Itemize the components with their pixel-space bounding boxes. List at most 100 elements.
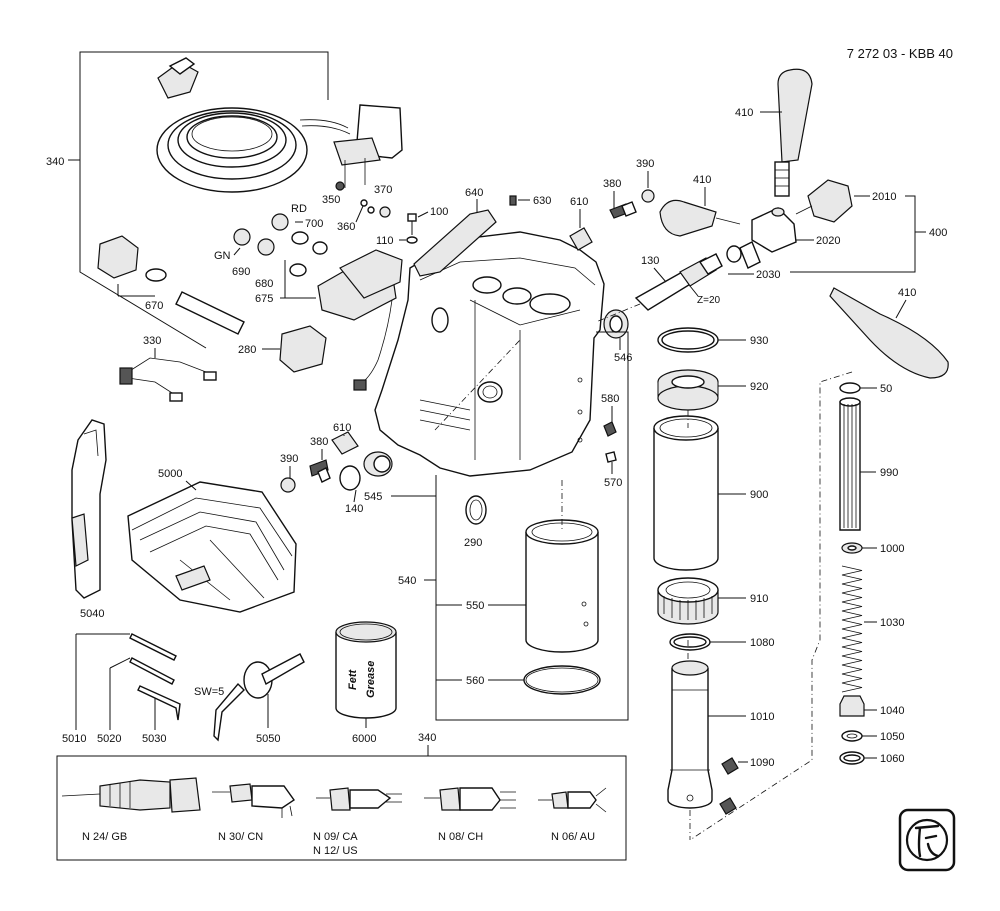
label-5030: 5030 [142, 733, 166, 745]
label-110: 110 [376, 235, 394, 247]
label-680: 680 [255, 278, 273, 290]
cable-assembly-group [68, 51, 403, 349]
label-900: 900 [750, 489, 768, 501]
label-400: 400 [929, 227, 947, 239]
handle-640: 640 [413, 187, 497, 277]
plug-label-n12: N 12/ US [313, 845, 358, 857]
label-360: 360 [337, 221, 355, 233]
label-410c: 410 [898, 287, 916, 299]
label-5010: 5010 [62, 733, 86, 745]
label-610a: 610 [570, 196, 588, 208]
handles-410: 410 410 410 [659, 68, 949, 379]
can-text-fett: Fett [347, 669, 359, 691]
tools-5010-5020-5030: 5010 5020 5030 SW=5 [62, 633, 224, 745]
label-380b: 380 [310, 436, 328, 448]
label-920: 920 [750, 381, 768, 393]
label-330: 330 [143, 335, 161, 347]
hub-assembly: 2020 2010 2030 400 [726, 179, 947, 281]
label-rd: RD [291, 203, 307, 215]
label-690: 690 [232, 266, 250, 278]
label-630: 630 [533, 195, 551, 207]
case-5000: 5000 [127, 468, 297, 613]
label-610b: 610 [333, 422, 351, 434]
label-410a: 410 [735, 107, 753, 119]
label-2030: 2030 [756, 269, 780, 281]
label-550: 550 [466, 600, 484, 612]
label-50: 50 [880, 383, 892, 395]
label-340b: 340 [418, 732, 436, 744]
part-630: 630 [509, 195, 551, 207]
label-1030: 1030 [880, 617, 904, 629]
label-1000: 1000 [880, 543, 904, 555]
ring-290: 290 [464, 495, 487, 549]
label-1090: 1090 [750, 757, 774, 769]
label-410b: 410 [693, 174, 711, 186]
label-2010: 2010 [872, 191, 896, 203]
label-gn: GN [214, 250, 231, 262]
label-930: 930 [750, 335, 768, 347]
strap-5040: 5040 [71, 419, 107, 620]
spindle-column: 930 920 900 910 1080 1010 [653, 327, 774, 840]
can-text-grease: Grease [365, 661, 377, 698]
harness-330: 330 [119, 335, 217, 402]
label-675: 675 [255, 293, 273, 305]
plug-variants-box: 340 N 24/ GB N 30/ CN N 09/ CA N 12/ US … [56, 732, 627, 861]
tool-5050: 5050 [213, 653, 305, 745]
drawing-title: 7 272 03 - KBB 40 [847, 46, 953, 61]
parts-580-570: 580 570 [601, 393, 622, 489]
label-990: 990 [880, 467, 898, 479]
brush-set-lower: 610 380 390 140 545 [280, 422, 436, 515]
terminal-parts: GN 690 680 675 RD 700 [214, 203, 403, 391]
label-545: 545 [364, 491, 382, 503]
label-340: 340 [46, 156, 64, 168]
label-370: 370 [374, 184, 392, 196]
label-390b: 390 [280, 453, 298, 465]
label-5000: 5000 [158, 468, 182, 480]
label-350: 350 [322, 194, 340, 206]
label-5020: 5020 [97, 733, 121, 745]
spring-column: 50 990 1000 1030 1040 1050 1060 [839, 382, 904, 765]
label-6000: 6000 [352, 733, 376, 745]
label-560: 560 [466, 675, 484, 687]
label-580: 580 [601, 393, 619, 405]
label-1060: 1060 [880, 753, 904, 765]
plug-label-n09: N 09/ CA [313, 831, 358, 843]
plug-label-n08: N 08/ CH [438, 831, 483, 843]
label-700: 700 [305, 218, 323, 230]
adapter-670: 670 [97, 235, 245, 335]
label-390a: 390 [636, 158, 654, 170]
grease-can-6000: Fett Grease 6000 [335, 621, 397, 745]
switch-280: 280 [238, 325, 327, 373]
fein-logo [898, 808, 956, 872]
label-130: 130 [641, 255, 659, 267]
label-z20: Z=20 [697, 295, 721, 306]
label-380a: 380 [603, 178, 621, 190]
label-640: 640 [465, 187, 483, 199]
parts-350-360-370: 350 360 370 [322, 181, 392, 233]
label-5050: 5050 [256, 733, 280, 745]
spring-1030 [841, 565, 863, 693]
label-910: 910 [750, 593, 768, 605]
label-140: 140 [345, 503, 363, 515]
label-1010: 1010 [750, 711, 774, 723]
label-1050: 1050 [880, 731, 904, 743]
label-546: 546 [614, 352, 632, 364]
plug-label-n30: N 30/ CN [218, 831, 263, 843]
label-100: 100 [430, 206, 448, 218]
label-sw5: SW=5 [194, 686, 224, 698]
label-1080: 1080 [750, 637, 774, 649]
plug-label-n24: N 24/ GB [82, 831, 127, 843]
label-670: 670 [145, 300, 163, 312]
label-280: 280 [238, 344, 256, 356]
pinion-130: 130 Z=20 [634, 253, 723, 311]
label-5040: 5040 [80, 608, 104, 620]
label-1040: 1040 [880, 705, 904, 717]
motor-housing [374, 231, 605, 477]
label-2020: 2020 [816, 235, 840, 247]
brush-set-upper: 610 380 390 [569, 158, 655, 251]
group-540: 540 550 560 [398, 331, 629, 721]
plug-label-n06: N 06/ AU [551, 831, 595, 843]
label-290: 290 [464, 537, 482, 549]
label-570: 570 [604, 477, 622, 489]
